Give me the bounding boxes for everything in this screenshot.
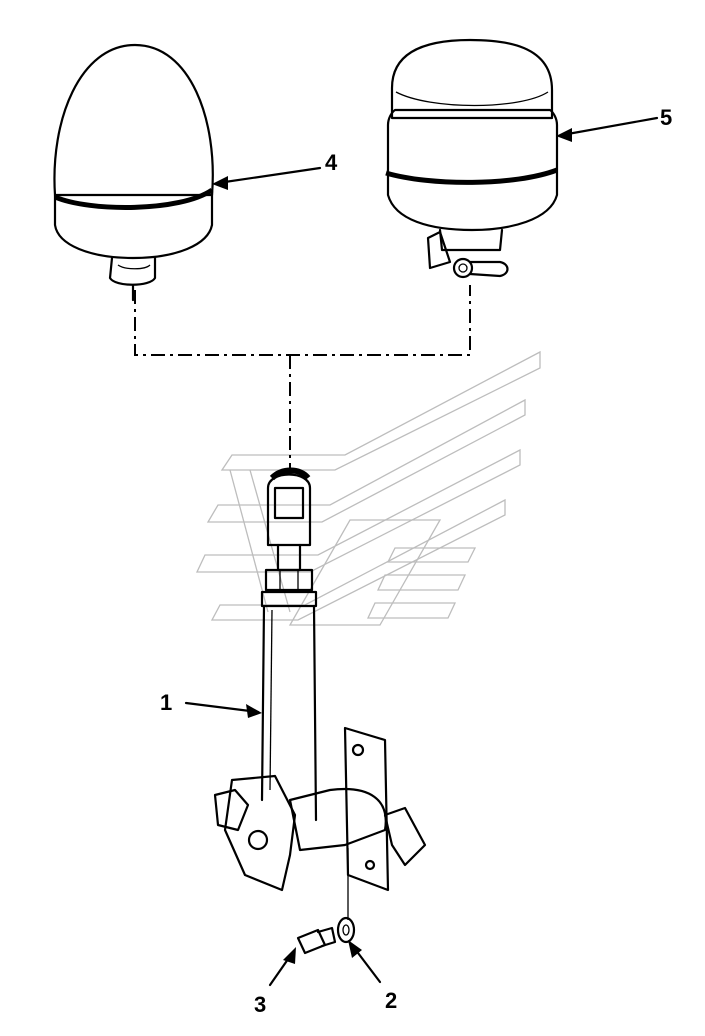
assembly-guide-lines [134, 285, 471, 475]
mounting-mast [213, 467, 427, 892]
callout-1: 1 [160, 690, 172, 715]
beacon-dome-pin-mount [53, 43, 214, 302]
callout-3: 3 [254, 992, 266, 1017]
beacon-flange-mount [385, 38, 559, 279]
callout-4: 4 [325, 150, 338, 175]
bolt [296, 926, 337, 955]
washer [336, 916, 356, 944]
watermark-logo [195, 350, 541, 626]
callout-2: 2 [385, 988, 397, 1013]
leader-lines [184, 116, 659, 987]
callout-5: 5 [660, 105, 672, 130]
